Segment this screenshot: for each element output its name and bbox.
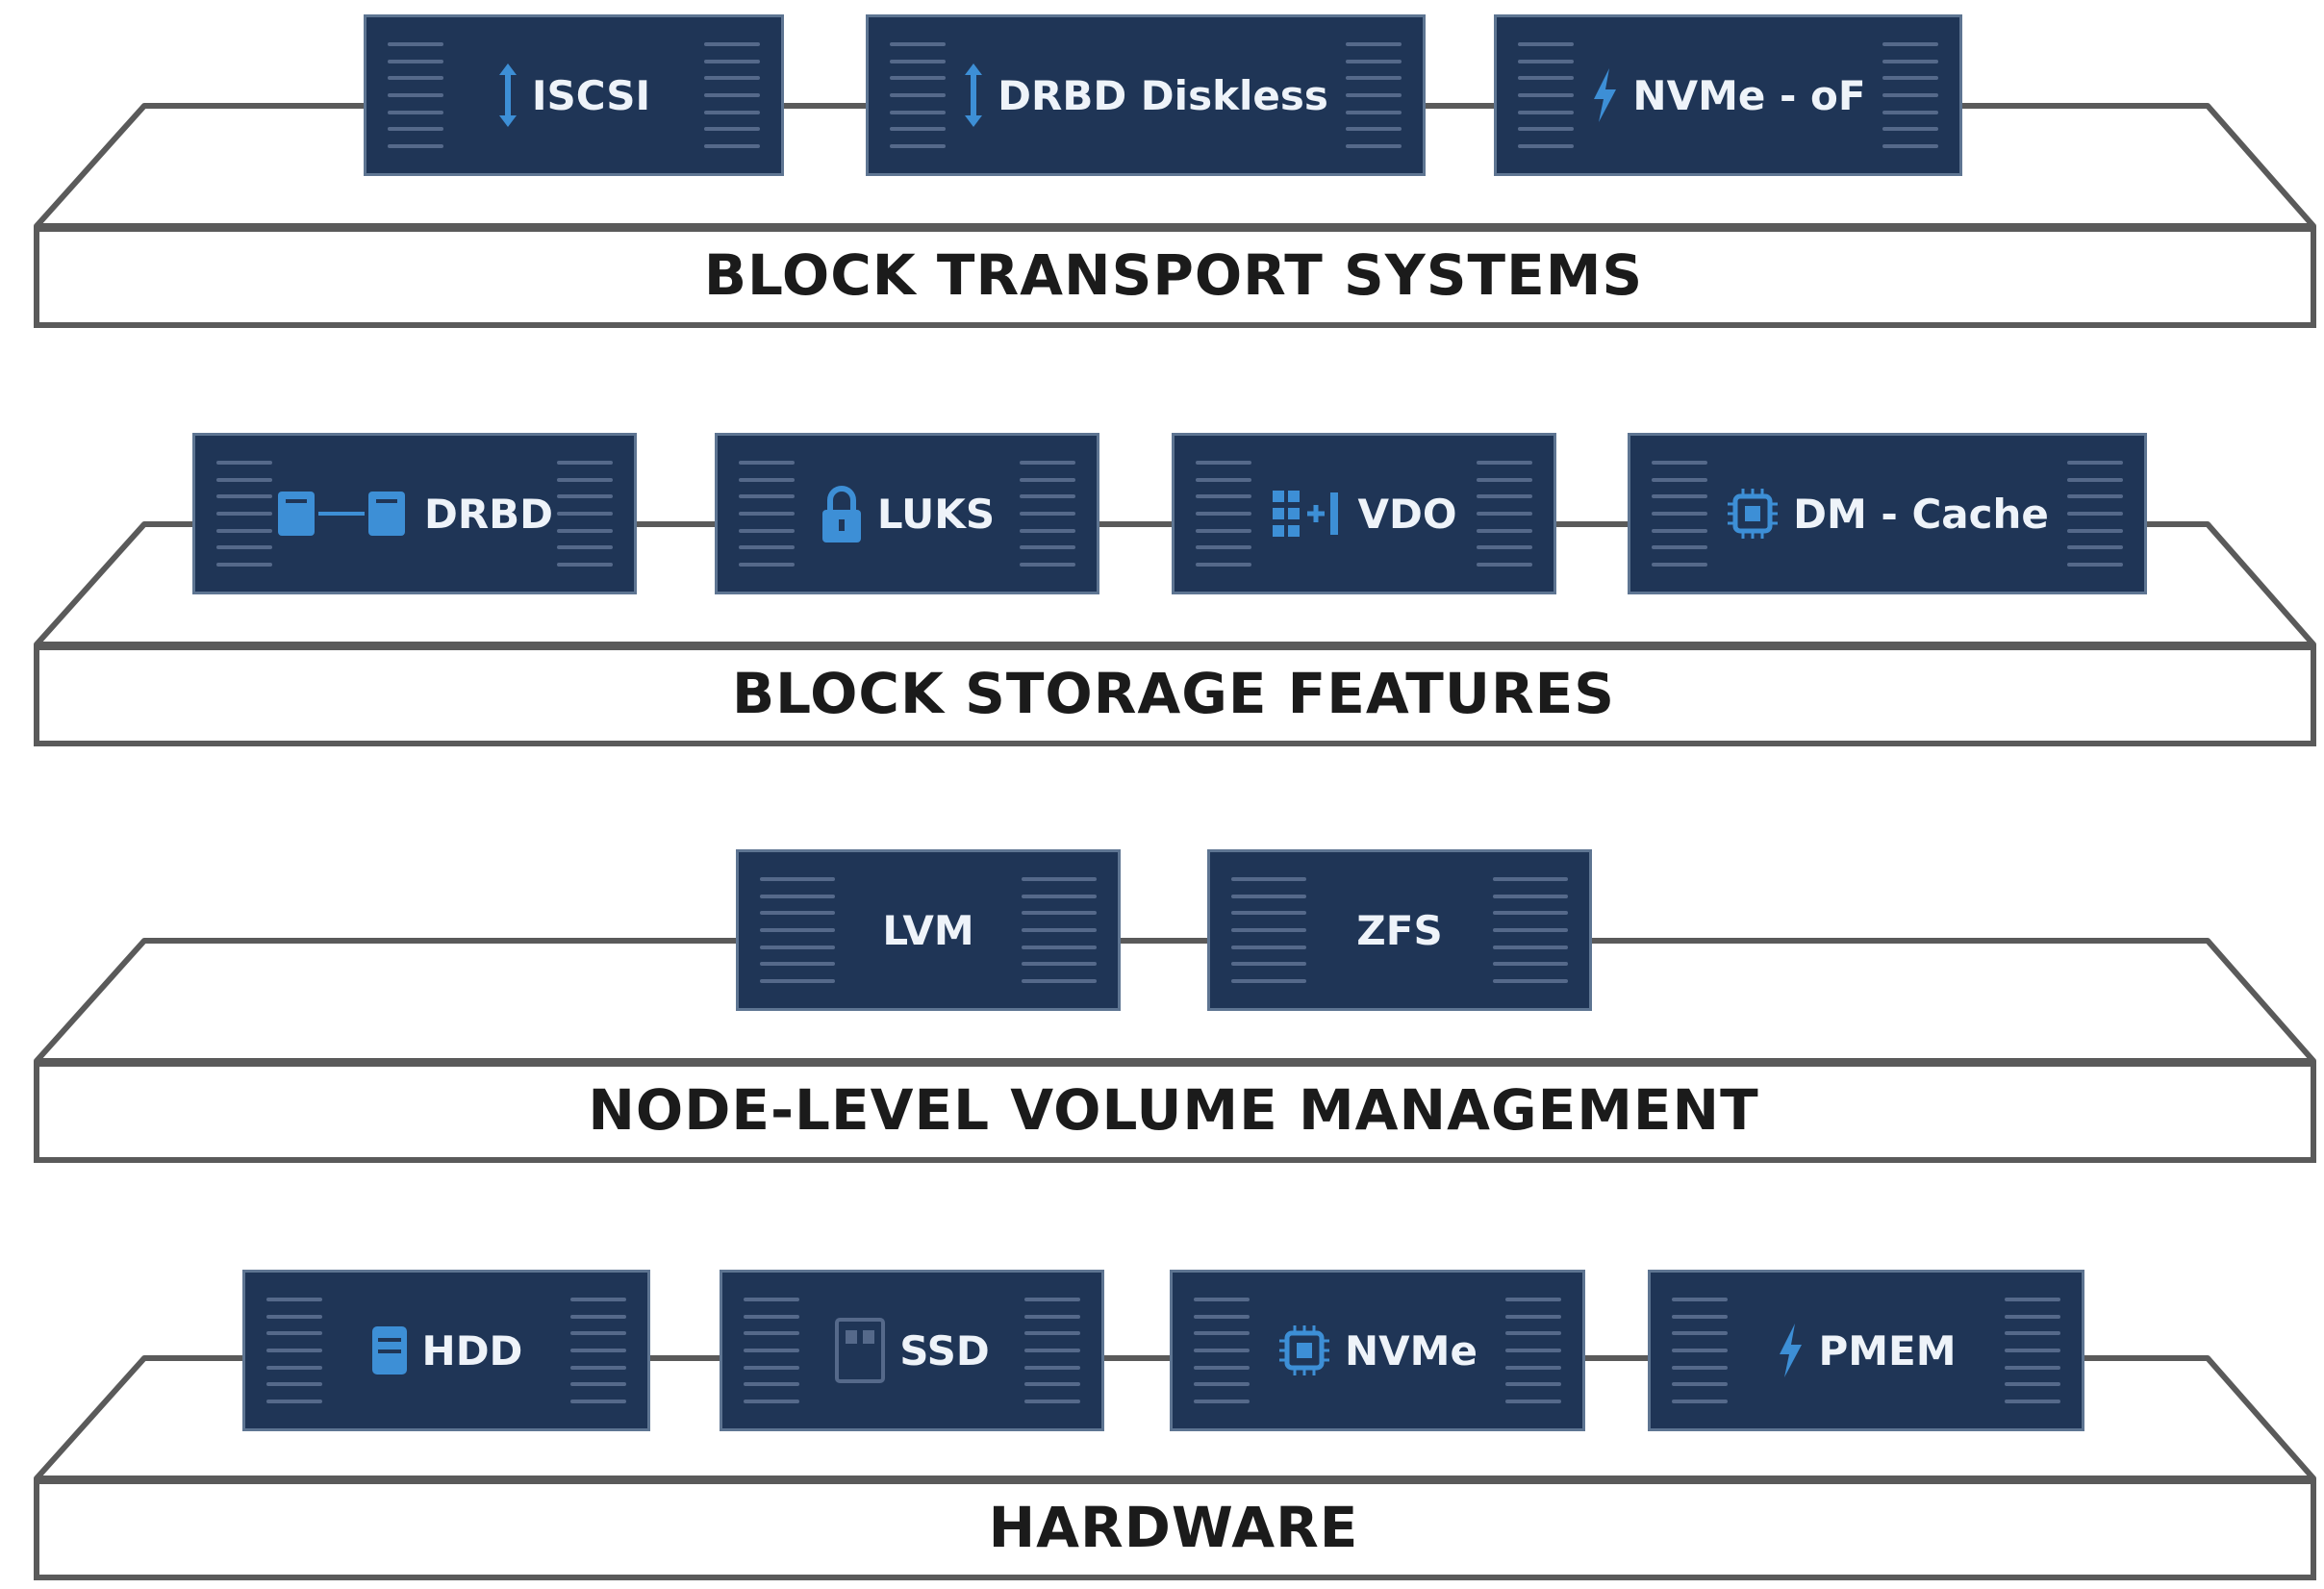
vent-lines xyxy=(1477,461,1532,567)
vent-lines xyxy=(1493,877,1568,983)
layer-title: BLOCK TRANSPORT SYSTEMS xyxy=(703,242,1644,308)
vent-lines xyxy=(1652,461,1707,567)
module-label: SSD xyxy=(899,1326,990,1375)
replication-icon xyxy=(276,488,411,540)
vent-lines xyxy=(1196,461,1251,567)
vent-lines xyxy=(557,461,613,567)
module-label: NVMe xyxy=(1345,1326,1478,1375)
vent-lines xyxy=(1882,42,1938,148)
layer-title: NODE-LEVEL VOLUME MANAGEMENT xyxy=(588,1077,1759,1143)
lightning-icon xyxy=(1590,66,1619,124)
ssd-icon xyxy=(834,1317,886,1384)
dedupe-grid-icon xyxy=(1271,489,1344,539)
layer-title: HARDWARE xyxy=(988,1495,1359,1560)
module-nvme-of: NVMe - oF xyxy=(1494,14,1962,176)
layer-block-transport-systems: BLOCK TRANSPORT SYSTEMS ISCSI DRBD Diskl… xyxy=(0,0,2324,337)
vent-lines xyxy=(1505,1298,1561,1403)
module-label: VDO xyxy=(1357,490,1457,538)
module-label: DRBD Diskless xyxy=(998,71,1328,119)
vent-lines xyxy=(1231,877,1306,983)
vent-lines xyxy=(1024,1298,1080,1403)
vent-lines xyxy=(1518,42,1574,148)
module-iscsi: ISCSI xyxy=(364,14,784,176)
vent-lines xyxy=(890,42,946,148)
module-label: ZFS xyxy=(1356,906,1443,954)
module-ssd: SSD xyxy=(720,1270,1104,1431)
module-label: LUKS xyxy=(876,490,996,538)
module-dm-cache: DM - Cache xyxy=(1628,433,2147,594)
vent-lines xyxy=(570,1298,626,1403)
vent-lines xyxy=(266,1298,322,1403)
module-label: HDD xyxy=(421,1326,523,1375)
vent-lines xyxy=(2067,461,2123,567)
lightning-icon xyxy=(1776,1322,1805,1379)
layer-title: BLOCK STORAGE FEATURES xyxy=(731,661,1616,726)
vertical-arrows-icon xyxy=(963,62,984,129)
layer-block-storage-features: BLOCK STORAGE FEATURES DRBD xyxy=(0,418,2324,755)
module-label: DM - Cache xyxy=(1793,490,2049,538)
vent-lines xyxy=(739,461,795,567)
vent-lines xyxy=(1022,877,1097,983)
vent-lines xyxy=(388,42,443,148)
module-nvme: NVMe xyxy=(1170,1270,1585,1431)
vent-lines xyxy=(704,42,760,148)
module-label: ISCSI xyxy=(531,71,651,119)
chip-icon xyxy=(1277,1324,1331,1377)
vent-lines xyxy=(1672,1298,1728,1403)
module-luks: LUKS xyxy=(715,433,1099,594)
module-hdd: HDD xyxy=(242,1270,650,1431)
chip-icon xyxy=(1726,487,1780,541)
disk-icon xyxy=(370,1324,409,1376)
module-drbd: DRBD xyxy=(192,433,637,594)
lock-icon xyxy=(820,483,864,544)
module-label: DRBD xyxy=(423,490,554,538)
vent-lines xyxy=(216,461,272,567)
module-label: LVM xyxy=(882,906,974,954)
module-lvm: LVM xyxy=(736,849,1121,1011)
module-pmem: PMEM xyxy=(1648,1270,2084,1431)
vent-lines xyxy=(1346,42,1402,148)
module-zfs: ZFS xyxy=(1207,849,1592,1011)
module-drbd-diskless: DRBD Diskless xyxy=(866,14,1426,176)
module-vdo: VDO xyxy=(1172,433,1556,594)
layer-node-level-volume-management: NODE-LEVEL VOLUME MANAGEMENT LVM ZFS xyxy=(0,835,2324,1172)
vent-lines xyxy=(1020,461,1075,567)
vent-lines xyxy=(1194,1298,1250,1403)
module-label: NVMe - oF xyxy=(1632,71,1866,119)
vertical-arrows-icon xyxy=(497,62,518,129)
vent-lines xyxy=(2005,1298,2060,1403)
layer-hardware: HARDWARE HDD xyxy=(0,1252,2324,1589)
module-label: PMEM xyxy=(1818,1326,1957,1375)
vent-lines xyxy=(744,1298,799,1403)
vent-lines xyxy=(760,877,835,983)
